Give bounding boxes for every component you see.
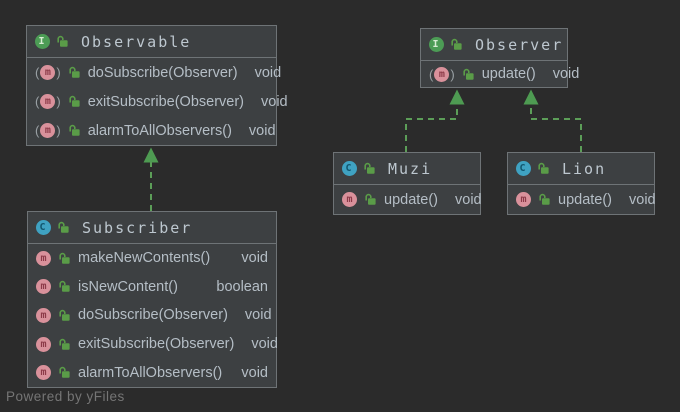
method-row[interactable]: m alarmToAllObservers() void [27, 116, 276, 145]
method-row[interactable]: m update() void [421, 61, 579, 87]
abstract-method-icon: m [35, 123, 61, 138]
lock-open-icon [68, 95, 81, 108]
method-icon: m [36, 250, 51, 266]
method-return-type: void [552, 66, 580, 82]
lock-open-icon [68, 124, 81, 137]
realization-edge-muzi-observer[interactable] [405, 89, 465, 153]
node-header[interactable]: I Observer [421, 29, 567, 61]
lock-open-icon [58, 338, 71, 351]
method-return-type: void [455, 191, 482, 208]
class-node-subscriber[interactable]: C Subscriber m makeNewContents() void m … [27, 211, 278, 388]
method-row[interactable]: m isNewContent() boolean [28, 273, 276, 302]
method-icon: m [36, 365, 51, 381]
method-row[interactable]: m makeNewContents() void [28, 244, 276, 273]
method-name: doSubscribe(Observer) [87, 64, 238, 81]
method-icon: m [36, 336, 51, 352]
class-node-observable[interactable]: I Observable m doSubscribe(Observer) voi… [26, 25, 288, 146]
lock-open-icon [58, 280, 71, 293]
method-return-type: void [251, 336, 278, 353]
method-name: alarmToAllObservers() [87, 122, 232, 139]
node-header[interactable]: I Observable [27, 26, 276, 58]
method-return-type: void [244, 307, 272, 324]
method-row[interactable]: m alarmToAllObservers() void [28, 358, 276, 387]
class-node-observer[interactable]: I Observer m update() void [420, 28, 579, 88]
node-title: Observer [475, 35, 564, 54]
method-name: exitSubscribe(Observer) [87, 93, 245, 110]
method-icon: m [36, 307, 51, 323]
method-return-type: void [241, 250, 268, 267]
method-return-type: void [254, 64, 282, 81]
node-title: Observable [81, 32, 192, 51]
method-row[interactable]: m exitSubscribe(Observer) void [27, 87, 288, 116]
lock-open-icon [58, 309, 71, 322]
lock-open-icon [58, 366, 71, 379]
method-name: alarmToAllObservers() [78, 364, 223, 381]
method-row[interactable]: m exitSubscribe(Observer) void [28, 330, 278, 359]
lock-open-icon [56, 35, 69, 48]
lock-open-icon [58, 252, 71, 265]
realization-edge-lion-observer[interactable] [523, 89, 582, 153]
lock-open-icon [538, 193, 551, 206]
abstract-method-icon: m [35, 65, 61, 80]
method-return-type: void [241, 364, 268, 381]
node-title: Subscriber [82, 218, 193, 237]
method-name: update() [481, 66, 536, 82]
realization-edge-subscriber-observable[interactable] [143, 147, 159, 212]
method-icon: m [516, 192, 531, 207]
lock-open-icon [462, 68, 475, 81]
method-icon: m [36, 279, 51, 295]
method-name: exitSubscribe(Observer) [78, 336, 235, 353]
method-name: isNewContent() [78, 278, 178, 295]
interface-icon: I [35, 34, 50, 49]
yfiles-watermark: Powered by yFiles [6, 389, 125, 404]
realization-arrowhead [523, 89, 539, 105]
node-header[interactable]: C Subscriber [28, 212, 276, 244]
node-title: Lion [562, 159, 607, 178]
method-row[interactable]: m doSubscribe(Observer) void [28, 301, 276, 330]
lock-open-icon [450, 38, 463, 51]
abstract-method-icon: m [35, 94, 61, 109]
method-row[interactable]: m update() void [334, 185, 482, 214]
node-title: Muzi [388, 159, 433, 178]
class-icon: C [36, 220, 51, 235]
method-return-type: void [629, 191, 656, 208]
lock-open-icon [68, 66, 81, 79]
lock-open-icon [57, 221, 70, 234]
method-row[interactable]: m update() void [508, 185, 656, 214]
method-row[interactable]: m doSubscribe(Observer) void [27, 58, 281, 87]
abstract-method-icon: m [429, 66, 455, 82]
method-icon: m [342, 192, 357, 207]
method-return-type: boolean [216, 278, 268, 295]
class-icon: C [342, 161, 357, 176]
lock-open-icon [537, 162, 550, 175]
class-node-lion[interactable]: C Lion m update() void [507, 152, 656, 215]
method-return-type: void [248, 122, 276, 139]
node-header[interactable]: C Lion [508, 153, 654, 185]
method-name: update() [558, 191, 613, 208]
lock-open-icon [364, 193, 377, 206]
node-header[interactable]: C Muzi [334, 153, 480, 185]
method-name: doSubscribe(Observer) [78, 307, 228, 324]
method-name: makeNewContents() [78, 250, 211, 267]
method-name: update() [384, 191, 439, 208]
class-node-muzi[interactable]: C Muzi m update() void [333, 152, 482, 215]
class-icon: C [516, 161, 531, 176]
lock-open-icon [363, 162, 376, 175]
method-return-type: void [261, 93, 288, 110]
realization-arrowhead [143, 147, 159, 163]
realization-arrowhead [449, 89, 465, 105]
interface-icon: I [429, 37, 444, 52]
